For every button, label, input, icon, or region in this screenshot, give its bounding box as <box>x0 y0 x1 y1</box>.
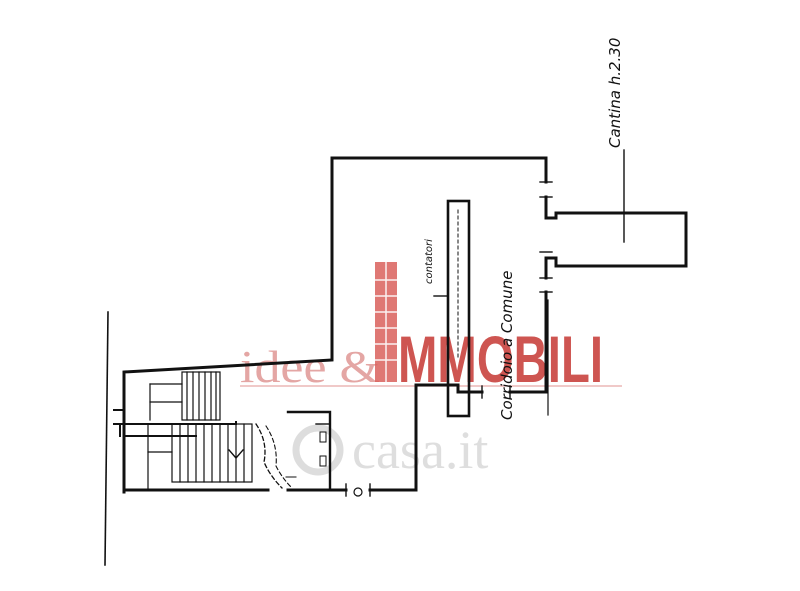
meters-label: contatori <box>424 239 435 284</box>
building-logo-icon <box>375 262 397 382</box>
cellar-label: Cantina h.2.30 <box>606 38 624 148</box>
upper-stair-flight <box>149 371 221 421</box>
stair-direction-icon <box>228 449 244 460</box>
agency-watermark-left: idee & <box>240 341 380 392</box>
door-jambs <box>345 181 553 497</box>
casa-watermark: casa.it <box>292 420 488 480</box>
casa-logo-icon <box>292 424 344 476</box>
property-boundary-line <box>104 311 109 566</box>
casa-watermark-text: casa.it <box>352 420 488 480</box>
meters-column <box>433 199 471 418</box>
corridor-label: Corridoio a Comune <box>498 271 516 420</box>
outer-wall <box>122 156 688 494</box>
wall-fixture <box>319 431 327 443</box>
lower-stair-flight <box>147 423 253 483</box>
door-handle-icon <box>353 487 363 497</box>
door-swing-arc <box>255 423 283 489</box>
